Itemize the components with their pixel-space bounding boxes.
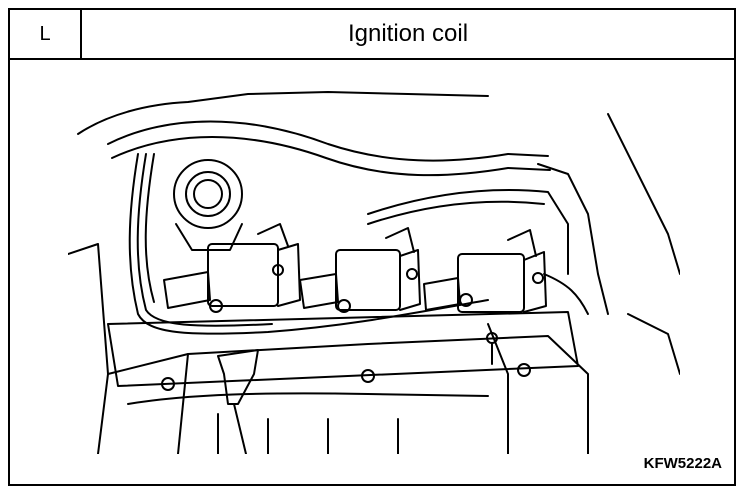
figure-frame: L Ignition coil: [8, 8, 736, 486]
cylinder-head-cover: [107, 311, 579, 391]
header-bar: L Ignition coil: [10, 10, 734, 60]
figure-title: Ignition coil: [347, 20, 469, 47]
ignition-wires: [128, 153, 569, 335]
upper-hose: [107, 120, 551, 177]
engine-block-outline: [68, 91, 680, 454]
ignition-coil-3: [423, 229, 589, 315]
ignition-coil-1: [163, 223, 301, 313]
ignition-coil-2: [299, 227, 421, 313]
dipstick-handle: [217, 349, 259, 454]
engine-illustration: [68, 91, 680, 454]
figure-code: KFW5222A: [643, 455, 722, 472]
oil-filler-cap: [173, 159, 243, 251]
section-letter: L: [10, 10, 82, 58]
